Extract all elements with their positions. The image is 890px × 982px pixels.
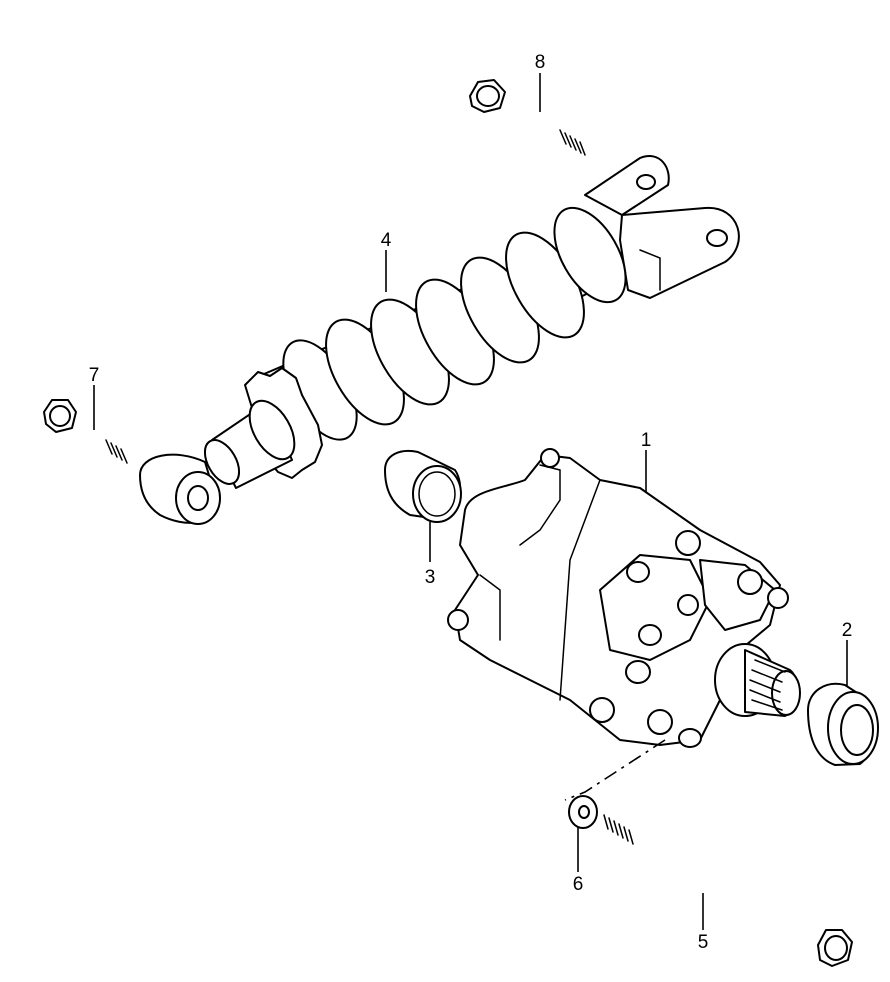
leader-lines (93, 73, 848, 930)
part-2-seal-ring (807, 682, 879, 766)
assembly-alignment-line (564, 739, 666, 801)
callout-4: 4 (381, 230, 392, 251)
part-7-lower-bolt (43, 399, 133, 464)
callout-1: 1 (641, 430, 652, 451)
part-3-bushing (384, 450, 462, 523)
part-1-gear-housing (447, 448, 801, 748)
callout-5: 5 (698, 932, 709, 953)
part-5-long-bolt (599, 814, 853, 967)
part-8-upper-bolt (469, 79, 587, 156)
callout-2: 2 (842, 620, 853, 641)
part-4-shock-absorber (139, 206, 627, 525)
callout-8: 8 (535, 52, 546, 73)
callout-6: 6 (573, 874, 584, 895)
callout-3: 3 (425, 567, 436, 588)
part-6-washer (568, 795, 598, 829)
callout-7: 7 (89, 365, 100, 386)
shock-upper-bracket (584, 155, 740, 299)
